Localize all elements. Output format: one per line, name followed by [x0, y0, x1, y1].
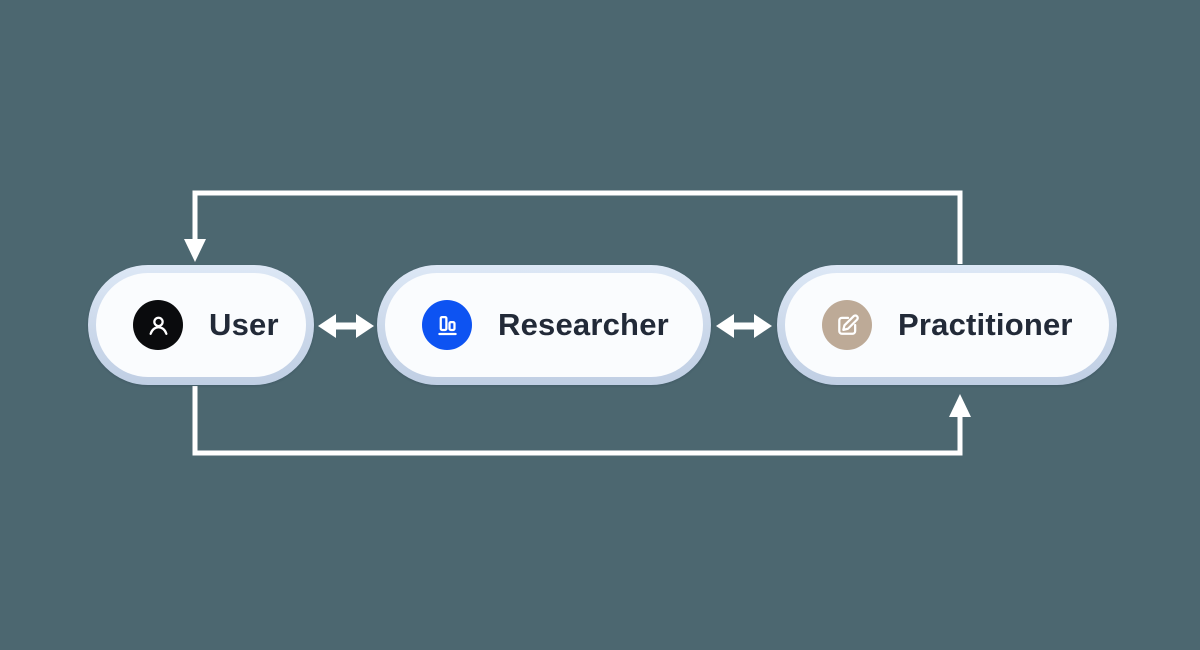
arrowhead-right-icon: [356, 314, 374, 338]
node-user-label: User: [209, 307, 279, 342]
node-researcher-body: Researcher: [385, 273, 703, 377]
arrowhead-right-icon: [754, 314, 772, 338]
node-practitioner-body: Practitioner: [785, 273, 1109, 377]
connector-top-loop: [184, 190, 963, 264]
connector-bottom-loop: [192, 386, 971, 456]
node-practitioner[interactable]: Practitioner: [777, 265, 1117, 385]
edit-icon: [822, 300, 872, 350]
arrowhead-left-icon: [318, 314, 336, 338]
bar-chart-icon: [422, 300, 472, 350]
arrowhead-left-icon: [716, 314, 734, 338]
arrowhead-up-icon: [949, 394, 971, 417]
connector-researcher-practitioner: [716, 314, 772, 338]
node-researcher-label: Researcher: [498, 307, 669, 342]
node-practitioner-label: Practitioner: [898, 307, 1073, 342]
node-user-body: User: [96, 273, 306, 377]
user-icon: [133, 300, 183, 350]
arrowhead-down-icon: [184, 239, 206, 262]
node-researcher[interactable]: Researcher: [377, 265, 711, 385]
connector-user-researcher: [318, 314, 374, 338]
node-user[interactable]: User: [88, 265, 314, 385]
